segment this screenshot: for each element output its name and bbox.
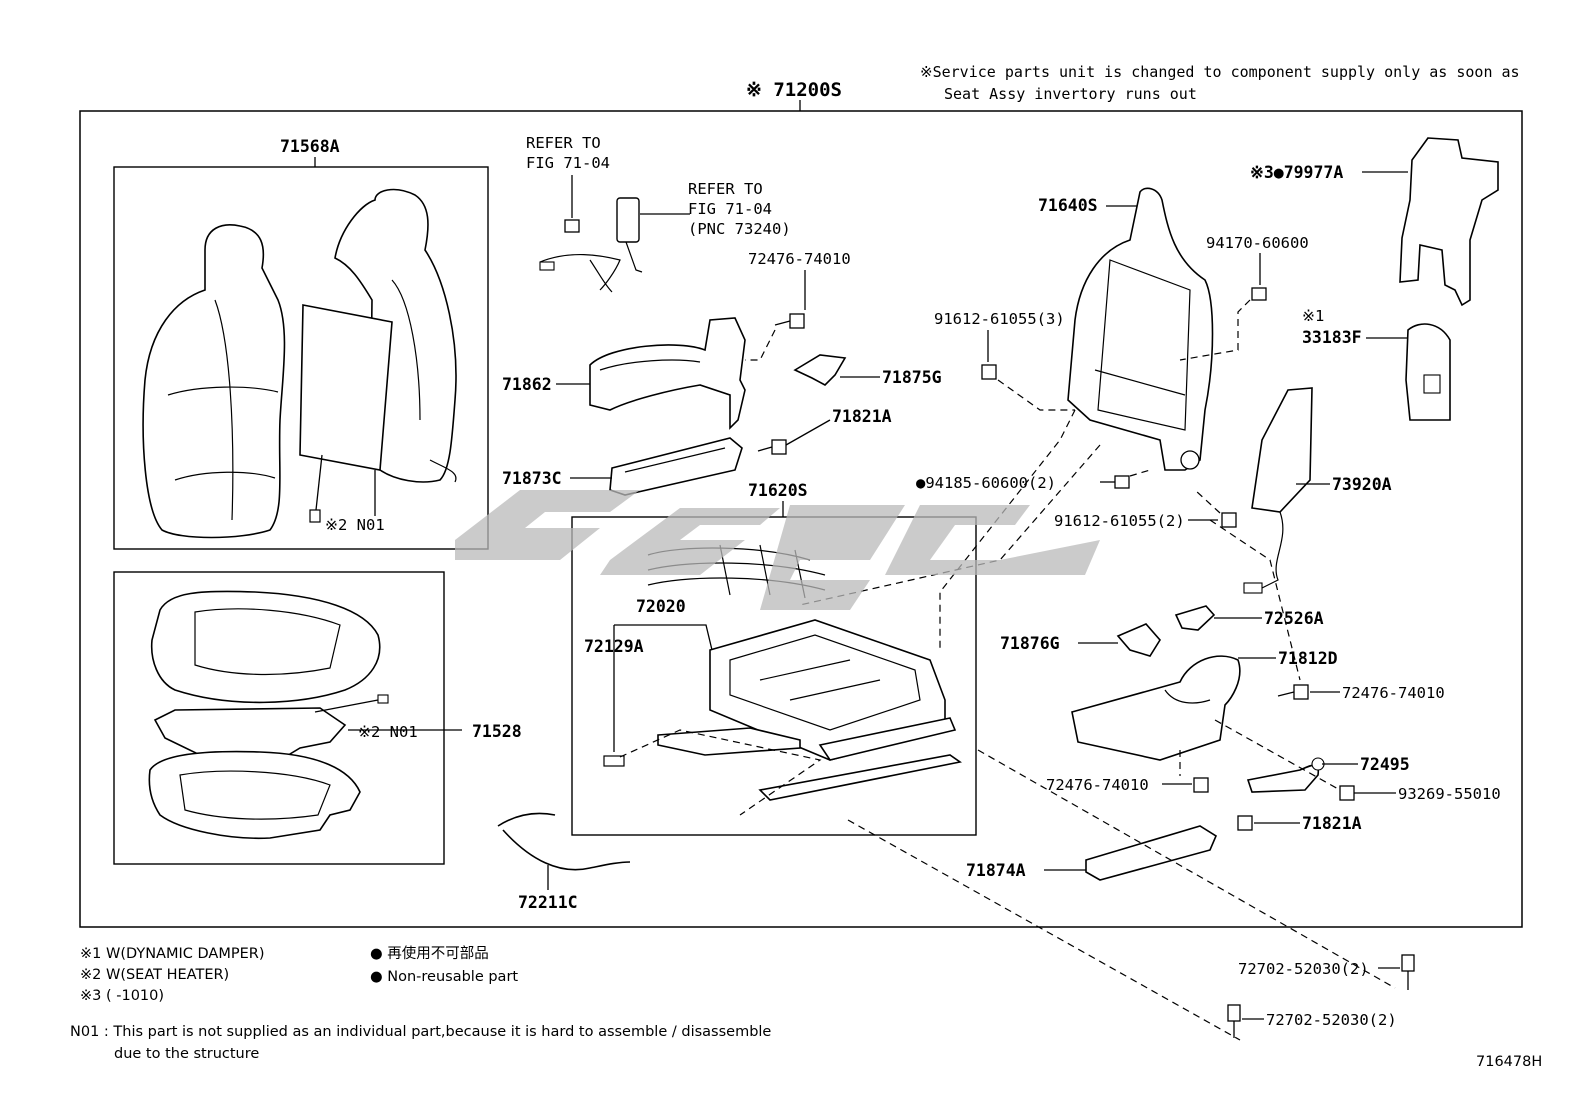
label-71874A: 71874A bbox=[966, 861, 1026, 880]
cover-71862-illustration bbox=[589, 317, 746, 430]
label-79977A: ※3●79977A bbox=[1250, 163, 1343, 182]
bolt-72476-a bbox=[774, 313, 805, 329]
bolt-72476-c bbox=[1193, 777, 1209, 793]
label-93269: 93269-55010 bbox=[1398, 785, 1501, 803]
label-72702-b: 72702-52030(2) bbox=[1266, 1011, 1397, 1029]
nut-94170 bbox=[1251, 287, 1267, 301]
screw-71821A-a bbox=[757, 439, 787, 455]
watermark-logo bbox=[455, 490, 1100, 610]
legend-n01-line1: N01 : This part is not supplied as an in… bbox=[70, 1024, 771, 1040]
label-72476-c: 72476-74010 bbox=[1046, 776, 1149, 794]
label-72476-b: 72476-74010 bbox=[1342, 684, 1445, 702]
damper-33183F bbox=[1405, 323, 1451, 421]
seatback-frame-illustration bbox=[1067, 187, 1214, 471]
clip-72129A bbox=[603, 755, 625, 767]
label-71528: 71528 bbox=[472, 722, 522, 741]
belt-buckle-illustration bbox=[539, 197, 643, 293]
clip-71875G bbox=[793, 354, 847, 386]
trim-71874A bbox=[1085, 825, 1218, 881]
cushion-frame-illustration bbox=[647, 544, 962, 801]
bolt-72702-a bbox=[1401, 954, 1415, 990]
refer-2-line3: (PNC 73240) bbox=[688, 220, 791, 238]
screw-93269 bbox=[1339, 785, 1355, 801]
label-71862: 71862 bbox=[502, 375, 552, 394]
bolt-72476-b bbox=[1293, 684, 1309, 700]
label-71873C: 71873C bbox=[502, 469, 562, 488]
refer-1-line1: REFER TO bbox=[526, 134, 601, 152]
label-72526A: 72526A bbox=[1264, 609, 1324, 628]
label-72476-a: 72476-74010 bbox=[748, 250, 851, 268]
label-91612-2: 91612-61055(2) bbox=[1054, 512, 1185, 530]
bolt-91612-3 bbox=[981, 364, 997, 380]
label-33183F-mark: ※1 bbox=[1302, 307, 1324, 325]
label-72020: 72020 bbox=[636, 597, 686, 616]
label-72702-a: 72702-52030(2) bbox=[1238, 960, 1369, 978]
label-n01-back: ※2 N01 bbox=[325, 516, 385, 534]
refer-1-line2: FIG 71-04 bbox=[526, 154, 610, 172]
screw-71821A-b bbox=[1237, 815, 1253, 831]
cushion-illustration bbox=[148, 590, 389, 840]
label-71812D: 71812D bbox=[1278, 649, 1338, 668]
label-71568A: 71568A bbox=[280, 137, 340, 156]
bolt-72702-b bbox=[1227, 1004, 1241, 1038]
cushion-box bbox=[113, 571, 445, 865]
airbag-73920A bbox=[1243, 387, 1313, 594]
legend-nonreuse-en: ● Non-reusable part bbox=[370, 969, 518, 985]
label-71640S: 71640S bbox=[1038, 196, 1098, 215]
wire-72211C bbox=[497, 812, 631, 871]
legend-note1: ※1 W(DYNAMIC DAMPER) bbox=[80, 946, 264, 962]
nut-94185 bbox=[1114, 475, 1130, 489]
label-72495: 72495 bbox=[1360, 755, 1410, 774]
label-71875G: 71875G bbox=[882, 368, 942, 387]
label-71821A-a: 71821A bbox=[832, 407, 892, 426]
refer-2-line2: FIG 71-04 bbox=[688, 200, 772, 218]
label-72211C: 72211C bbox=[518, 893, 578, 912]
bolt-91612-2 bbox=[1221, 512, 1237, 528]
legend-n01-line2: due to the structure bbox=[114, 1046, 259, 1062]
service-note-line2: Seat Assy invertory runs out bbox=[944, 85, 1197, 103]
figure-id: 716478H bbox=[1476, 1054, 1542, 1070]
cover-71876G bbox=[1116, 623, 1161, 657]
label-n01-cushion: ※2 N01 bbox=[358, 723, 418, 741]
service-note-line1: ※Service parts unit is changed to compon… bbox=[920, 63, 1520, 81]
seatback-cover-illustration bbox=[142, 188, 457, 539]
label-33183F: 33183F bbox=[1302, 328, 1362, 347]
cushion-frame-box bbox=[571, 516, 977, 836]
label-94170: 94170-60600 bbox=[1206, 234, 1309, 252]
shield-71812D bbox=[1071, 655, 1241, 761]
pad-79977A bbox=[1399, 137, 1499, 307]
refer-2-line1: REFER TO bbox=[688, 180, 763, 198]
cover-72526A bbox=[1174, 605, 1216, 631]
assembly-frame bbox=[79, 110, 1523, 928]
assembly-code: ※ 71200S bbox=[746, 79, 842, 101]
label-71876G: 71876G bbox=[1000, 634, 1060, 653]
label-73920A: 73920A bbox=[1332, 475, 1392, 494]
trim-71873C-illustration bbox=[609, 437, 743, 496]
legend-note2: ※2 W(SEAT HEATER) bbox=[80, 967, 229, 983]
cover-72495 bbox=[1246, 757, 1325, 793]
label-94185: ●94185-60600(2) bbox=[916, 474, 1056, 492]
seatback-cover-box bbox=[113, 166, 489, 550]
label-91612-3: 91612-61055(3) bbox=[934, 310, 1065, 328]
label-71620S: 71620S bbox=[748, 481, 808, 500]
legend-nonreuse-jp: ● 再使用不可部品 bbox=[370, 945, 489, 962]
legend-note3: ※3 ( -1010) bbox=[80, 988, 164, 1004]
label-71821A-b: 71821A bbox=[1302, 814, 1362, 833]
